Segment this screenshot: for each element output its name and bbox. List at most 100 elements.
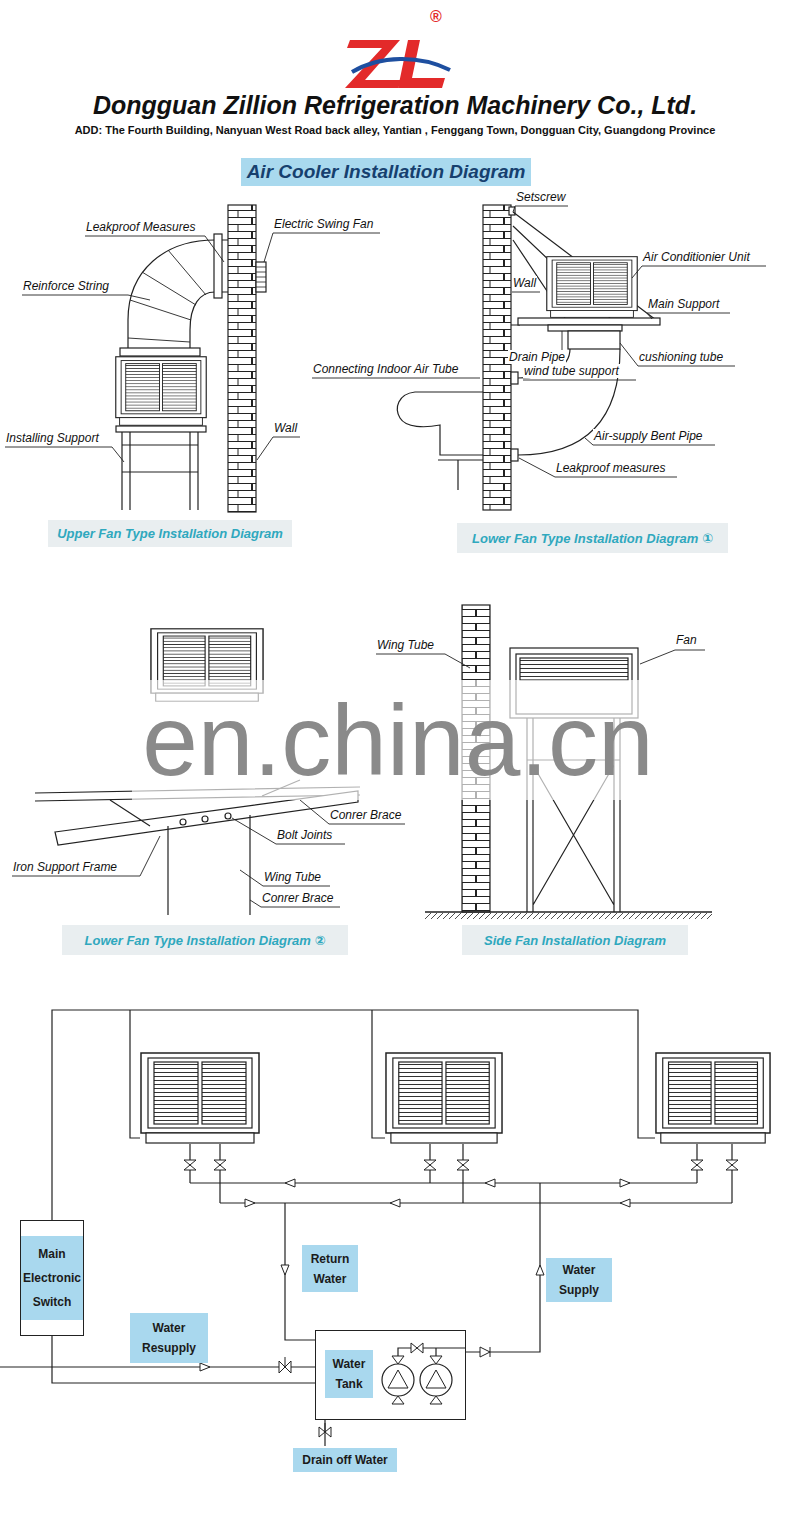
node-label: Return Water	[302, 1249, 358, 1289]
water-system-illustration	[141, 1053, 259, 1143]
upper-fan-illustration	[190, 292, 228, 352]
callout-label: Wall	[512, 276, 537, 290]
water-system-illustration	[0, 1366, 315, 1367]
water-system-illustration	[214, 1160, 226, 1170]
lower-fan-frame-illustration	[12, 800, 405, 907]
water-system-illustration	[424, 1160, 436, 1170]
callout-label: Setscrew	[515, 190, 566, 204]
water-system-illustration	[319, 1423, 331, 1437]
side-fan-illustration	[425, 913, 712, 919]
watermark: en.china.cn	[132, 680, 663, 800]
node-label: Lower Fan Type Installation Diagram ①	[464, 531, 721, 546]
caption-band: Lower Fan Type Installation Diagram ①	[457, 523, 728, 553]
callout-label: Electric Swing Fan	[273, 217, 374, 231]
water-system-illustration	[656, 1053, 770, 1143]
lower-fan-frame-illustration	[180, 819, 186, 825]
upper-fan-illustration	[256, 262, 266, 292]
water-system-illustration	[52, 1010, 655, 1220]
water-system-illustration	[382, 1364, 414, 1396]
upper-fan-illustration	[256, 267, 266, 287]
company-address: ADD: The Fourth Building, Nanyuan West R…	[75, 123, 716, 137]
water-system-illustration	[190, 1183, 732, 1203]
upper-fan-illustration	[122, 432, 198, 510]
node-label: Upper Fan Type Installation Diagram	[49, 526, 291, 541]
label-band: Return Water	[302, 1245, 358, 1292]
water-system-illustration	[279, 1357, 291, 1373]
label-band: Water Supply	[546, 1258, 612, 1302]
node-label: Water Resupply	[130, 1318, 208, 1358]
label-band: Water Resupply	[130, 1313, 208, 1363]
water-system-illustration	[392, 1356, 442, 1404]
callout-label: Conrer Brace	[261, 891, 334, 905]
lower-fan-frame-illustration	[168, 815, 250, 915]
callout-label: Conrer Brace	[329, 808, 402, 822]
water-system-illustration	[190, 1144, 732, 1203]
node-label: Drain off Water	[299, 1450, 391, 1470]
caption-band: Lower Fan Type Installation Diagram ②	[62, 925, 348, 955]
callout-label: Main Support	[647, 297, 720, 311]
lower-fan-illustration	[511, 449, 518, 461]
water-system-illustration	[726, 1160, 738, 1170]
node-label: Lower Fan Type Installation Diagram ②	[77, 933, 334, 948]
lower-fan-illustration	[483, 205, 511, 510]
callout-label: Iron Support Frame	[12, 860, 118, 874]
callout-label: Reinforce String	[22, 279, 110, 293]
water-system-illustration	[420, 1364, 452, 1396]
node-label: Main Electronic Switch	[21, 1236, 83, 1320]
callout-label: Wing Tube	[376, 638, 435, 652]
caption-band: Upper Fan Type Installation Diagram	[48, 520, 292, 547]
water-tank: Water Tank	[315, 1330, 466, 1420]
water-system-illustration	[457, 1160, 469, 1170]
lower-fan-illustration	[312, 206, 766, 477]
water-system-illustration	[691, 1160, 703, 1170]
callout-label: Fan	[675, 633, 698, 647]
side-fan-illustration	[376, 650, 705, 668]
upper-fan-illustration	[120, 348, 200, 356]
upper-fan-illustration	[128, 250, 206, 342]
lower-fan-illustration	[568, 331, 620, 349]
water-system-illustration	[245, 1179, 630, 1207]
lower-fan-illustration	[547, 257, 637, 318]
company-logo	[352, 59, 450, 72]
node-label: Water Supply	[546, 1260, 612, 1300]
lower-fan-illustration	[511, 212, 656, 325]
water-system-illustration	[480, 1347, 490, 1357]
company-logo	[345, 40, 450, 88]
company-name: Dongguan Zillion Refrigeration Machinery…	[93, 90, 697, 120]
callout-label: Wing Tube	[263, 870, 322, 884]
title-band: Air Cooler Installation Diagram	[0, 158, 772, 186]
callout-label: Air Conditionier Unit	[642, 250, 751, 264]
callout-label: Wall	[273, 421, 298, 435]
lower-fan-illustration	[511, 372, 518, 384]
lower-fan-frame-illustration	[202, 816, 208, 822]
upper-fan-illustration	[116, 357, 206, 425]
water-system-illustration	[285, 1183, 540, 1352]
callout-label: Leakproof measures	[555, 461, 666, 475]
registered-mark: ®	[430, 8, 442, 26]
lower-fan-illustration	[312, 205, 766, 510]
water-system-illustration	[184, 1160, 196, 1170]
lower-fan-illustration	[548, 325, 622, 331]
side-fan-illustration	[425, 911, 712, 913]
callout-label: wind tube support	[523, 364, 620, 378]
upper-fan-illustration	[116, 426, 206, 432]
upper-fan-illustration	[5, 205, 380, 512]
caption-band: Side Fan Installation Diagram	[462, 925, 688, 955]
title-text: Air Cooler Installation Diagram	[241, 158, 532, 186]
water-system-illustration	[388, 1370, 446, 1388]
lower-fan-illustration	[518, 318, 660, 325]
callout-label: Bolt Joints	[276, 828, 333, 842]
label-band: Drain off Water	[293, 1448, 397, 1472]
water-system-illustration	[411, 1343, 423, 1353]
side-fan-illustration	[520, 658, 628, 680]
water-system-illustration	[200, 1363, 210, 1371]
callout-label: Leakproof Measures	[85, 220, 196, 234]
upper-fan-illustration	[128, 240, 228, 352]
upper-fan-illustration	[228, 205, 256, 512]
lower-fan-illustration	[438, 460, 483, 490]
callout-label: Drain Pipe	[508, 350, 566, 364]
callout-label: Connecting Indoor Air Tube	[312, 362, 459, 376]
upper-fan-illustration	[5, 233, 380, 462]
switch-box: Main Electronic Switch	[20, 1220, 84, 1336]
